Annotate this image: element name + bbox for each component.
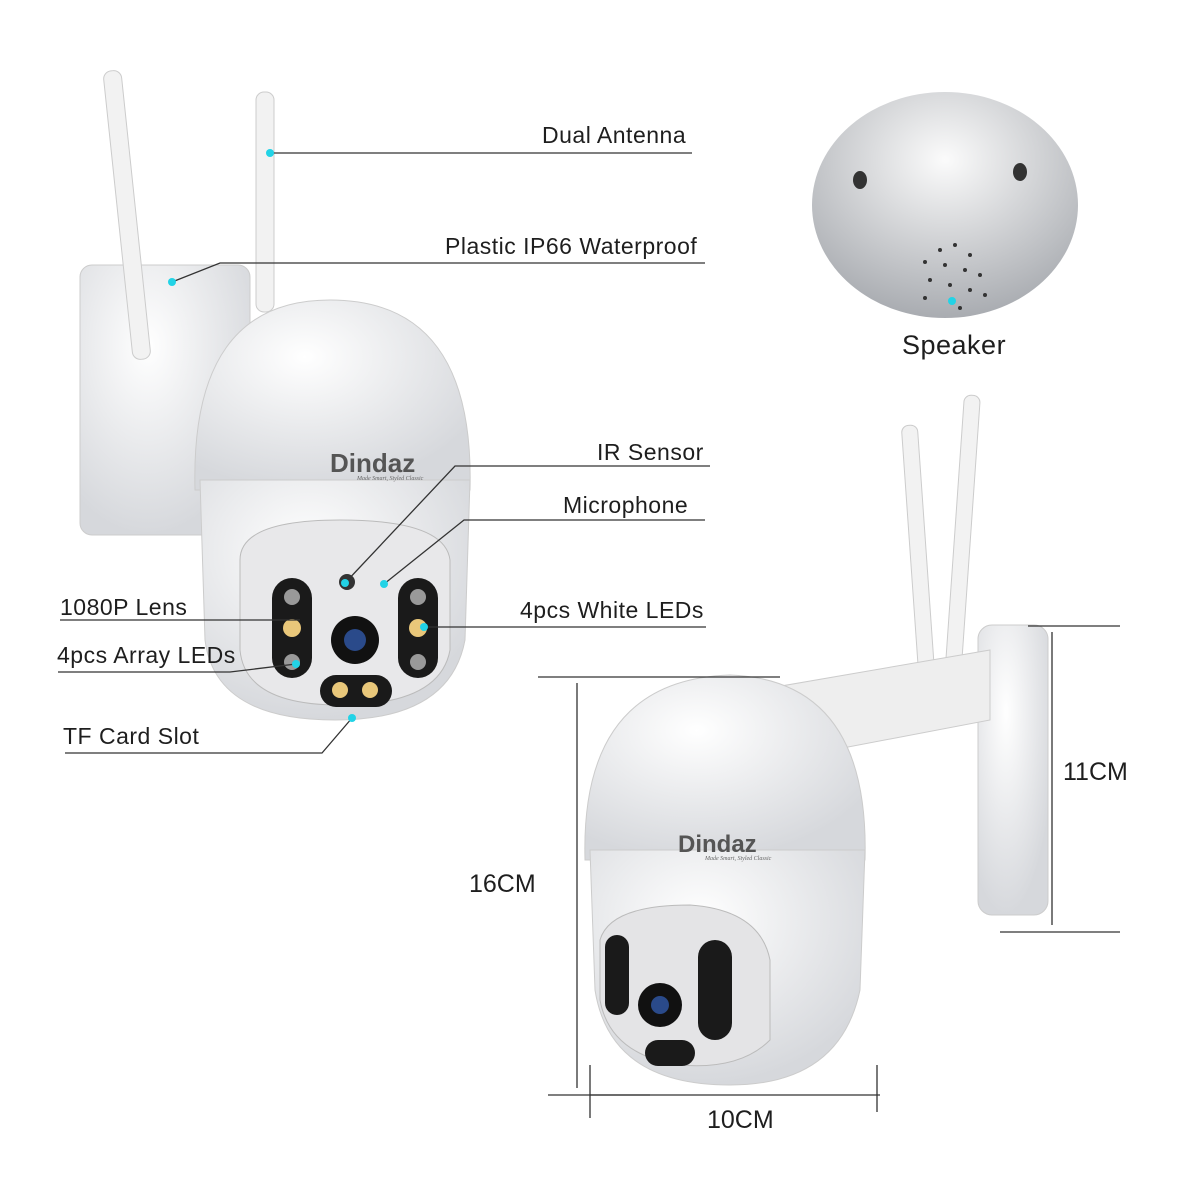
label-dual-antenna: Dual Antenna [542,122,687,148]
dimension-bracket: 11CM [1063,758,1128,786]
speaker-closeup [812,92,1078,318]
front-camera: Dindaz Made Smart, Styled Classic [79,70,471,721]
label-tf-slot: TF Card Slot [63,723,200,749]
brand-tagline: Made Smart, Styled Classic [356,476,424,482]
brand-logo: Dindaz [330,448,415,478]
dimension-height: 16CM [469,870,536,898]
callout-lines [58,152,1120,1118]
label-white-leds: 4pcs White LEDs [520,597,704,623]
label-waterproof: Plastic IP66 Waterproof [445,233,698,259]
callout-dots [168,149,956,722]
label-lens: 1080P Lens [60,594,188,620]
label-microphone: Microphone [563,492,689,518]
brand-logo: Dindaz [678,831,757,858]
brand-tagline: Made Smart, Styled Classic [704,856,772,862]
label-ir-sensor: IR Sensor [597,439,704,465]
dimension-width: 10CM [707,1106,774,1134]
side-camera: Dindaz Made Smart, Styled Classic [584,394,1049,1086]
label-speaker: Speaker [902,330,1007,360]
label-array-leds: 4pcs Array LEDs [57,642,236,668]
